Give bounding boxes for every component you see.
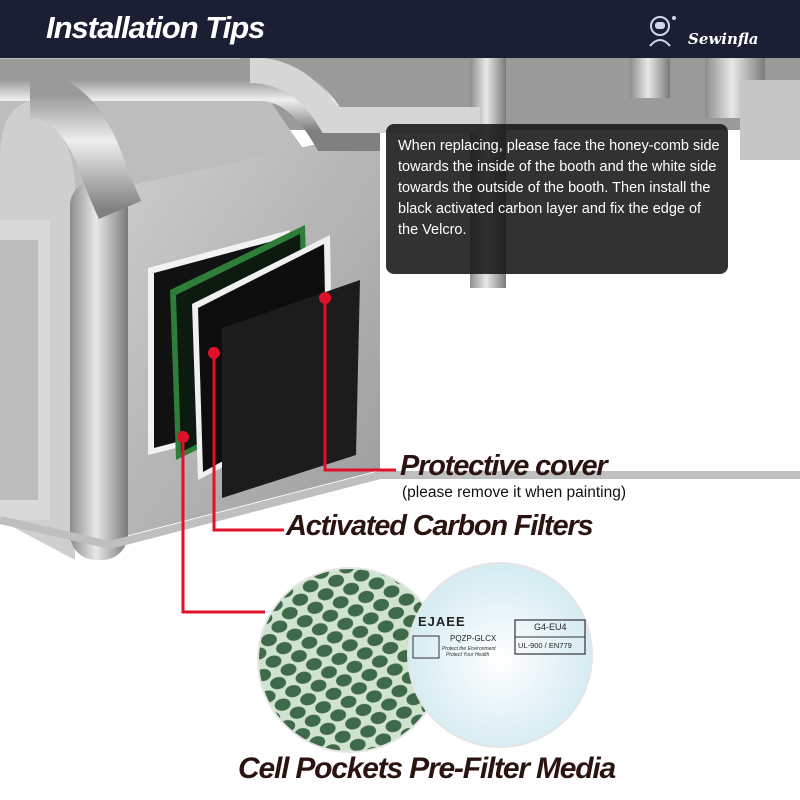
media-standard: UL-900 / EN779 — [518, 641, 572, 650]
page-title: Installation Tips — [46, 10, 265, 45]
protective-cover-note: (please remove it when painting) — [402, 484, 627, 501]
media-code: PQZP-GLCX — [450, 634, 497, 643]
media-slogan-1: Protect the Environment — [442, 646, 496, 652]
tooltip-text: When replacing, please face the honey-co… — [398, 138, 720, 238]
booth-pillar — [70, 180, 128, 560]
white-media — [408, 563, 592, 747]
booth-illustration — [0, 58, 800, 753]
protective-cover-label: Protective cover — [400, 450, 608, 482]
media-brand: EJAEE — [418, 614, 466, 629]
media-slogan-2: Protect Your Health — [446, 652, 490, 658]
activated-carbon-label: Activated Carbon Filters — [286, 510, 594, 542]
astronaut-icon — [649, 16, 676, 47]
instruction-tooltip: When replacing, please face the honey-co… — [386, 124, 728, 274]
leader-lines — [181, 298, 396, 614]
media-grade: G4-EU4 — [534, 622, 567, 632]
header-bar: Installation Tips Sewinfla — [0, 0, 800, 58]
booth-roof — [0, 58, 800, 130]
brand-name: Sewinfla — [688, 30, 759, 48]
pre-filter-label: Cell Pockets Pre-Filter Media — [238, 752, 616, 785]
